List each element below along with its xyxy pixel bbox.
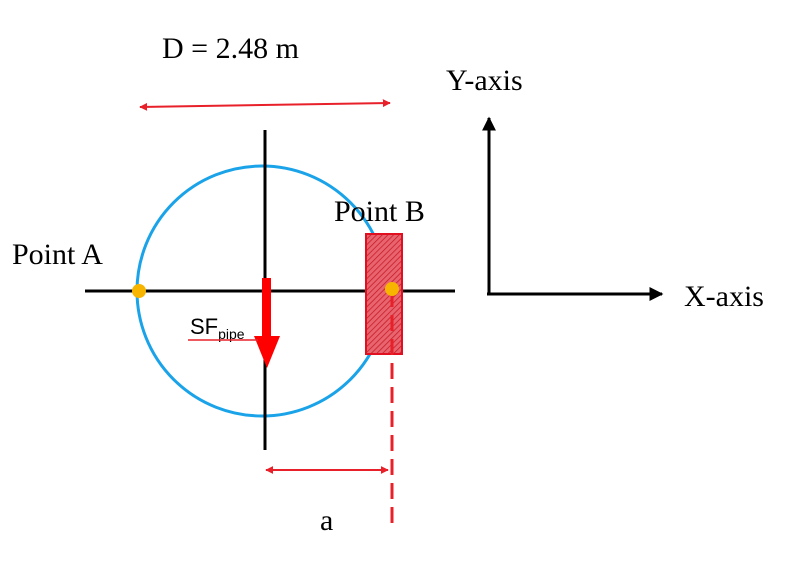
sf-sub-text: pipe (218, 326, 245, 342)
x-axis-label: X-axis (684, 280, 764, 313)
point-a-marker (132, 284, 146, 298)
point-a-label: Point A (12, 238, 103, 271)
sf-force-arrow-head (254, 336, 280, 368)
sf-pipe-label: SFpipe (190, 314, 245, 342)
point-b-marker (385, 282, 399, 296)
sf-main-text: SF (190, 314, 218, 339)
distance-a-label: a (320, 504, 333, 537)
diameter-dimension-arrow (139, 99, 391, 111)
diameter-label: D = 2.48 m (162, 32, 299, 65)
sf-force-arrow-shaft (262, 278, 271, 338)
point-b-label: Point B (334, 195, 425, 228)
y-axis-label: Y-axis (446, 64, 523, 97)
